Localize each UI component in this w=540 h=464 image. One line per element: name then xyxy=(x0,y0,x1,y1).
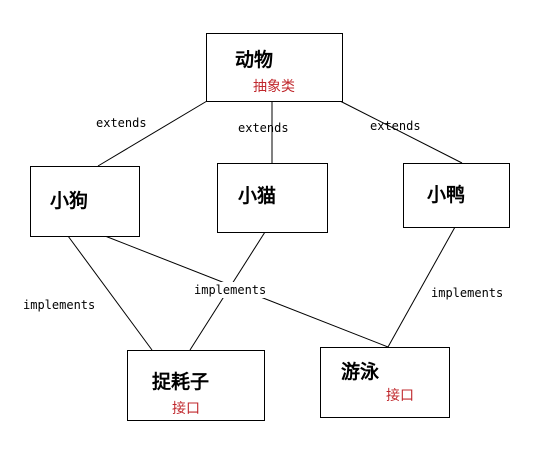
node-dog-title: 小狗 xyxy=(50,189,88,212)
node-catch-mouse-subtitle: 接口 xyxy=(172,400,200,417)
edge-duck-swim xyxy=(387,226,456,348)
node-swim-subtitle: 接口 xyxy=(386,387,414,404)
node-animal-box xyxy=(206,33,343,102)
implements-label-right: implements xyxy=(431,286,503,300)
node-dog[interactable]: 小狗 xyxy=(30,166,140,237)
extends-label-right: extends xyxy=(370,119,421,133)
node-catch-mouse-box xyxy=(127,350,265,421)
node-swim-box xyxy=(320,347,450,418)
edge-dog-animal xyxy=(97,100,208,167)
node-swim-title: 游泳 xyxy=(341,360,380,383)
node-cat-box xyxy=(217,163,328,233)
node-animal-title: 动物 xyxy=(235,48,273,71)
edge-duck-animal xyxy=(339,100,463,164)
implements-label-left: implements xyxy=(23,298,95,312)
implements-label-mid: implements xyxy=(194,283,266,297)
node-catch-mouse-title: 捉耗子 xyxy=(152,370,209,393)
node-cat[interactable]: 小猫 xyxy=(217,163,328,233)
node-cat-title: 小猫 xyxy=(238,184,276,207)
node-animal-subtitle: 抽象类 xyxy=(253,79,295,95)
node-duck[interactable]: 小鸭 xyxy=(403,163,510,228)
node-dog-box xyxy=(30,166,140,237)
implements-mid-bg xyxy=(192,282,278,298)
node-duck-box xyxy=(403,163,510,228)
node-catch-mouse[interactable]: 捉耗子 接口 xyxy=(127,350,265,421)
extends-label-mid: extends xyxy=(238,121,289,135)
node-swim[interactable]: 游泳 接口 xyxy=(320,347,450,418)
extends-label-left: extends xyxy=(96,116,147,130)
edge-dog-catch-mouse xyxy=(67,235,153,351)
node-animal[interactable]: 动物 抽象类 xyxy=(206,33,343,102)
node-duck-title: 小鸭 xyxy=(427,183,465,206)
